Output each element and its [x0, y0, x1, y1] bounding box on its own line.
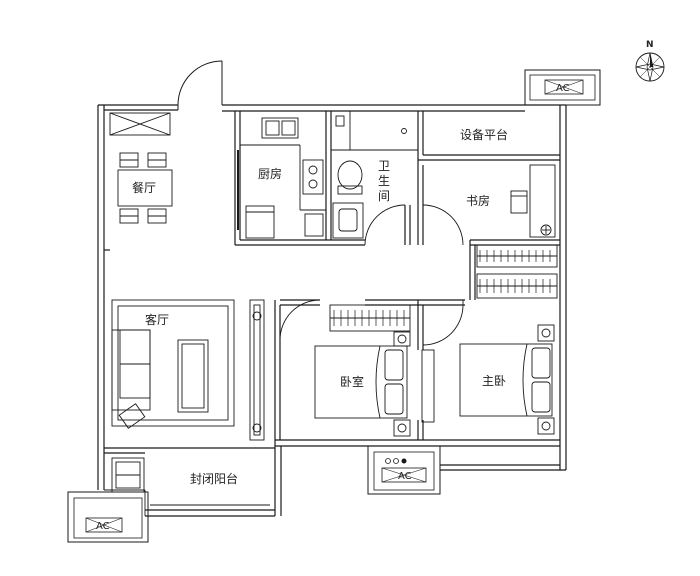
- label-master: 主卧: [482, 374, 506, 388]
- living-room: [111, 299, 265, 441]
- ac-unit-top-right: AC: [524, 69, 601, 106]
- label-bath-char: 生: [378, 174, 390, 188]
- ac-label-top-right: AC: [556, 83, 570, 94]
- label-bath: 卫生间: [378, 159, 390, 203]
- ac-unit-bottom-left: AC: [67, 491, 149, 543]
- compass-icon: N: [635, 40, 665, 82]
- door-swings: [279, 204, 464, 346]
- room-labels: 餐厅 厨房 卫生间 设备平台 书房 客厅 卧室 主卧 封闭阳台: [132, 127, 508, 486]
- label-bath-char: 卫: [378, 159, 390, 173]
- label-kitchen: 厨房: [258, 166, 282, 181]
- dining-room: [109, 112, 173, 224]
- ac-label-bottom-left: AC: [96, 521, 110, 532]
- bathroom-room: [331, 111, 418, 239]
- label-dining: 餐厅: [132, 180, 156, 195]
- compass-north-label: N: [646, 40, 654, 50]
- label-balcony: 封闭阳台: [190, 471, 238, 486]
- study-room: [510, 164, 556, 238]
- label-living: 客厅: [145, 312, 169, 327]
- kitchen-room: [237, 117, 326, 239]
- label-bedroom: 卧室: [340, 374, 364, 389]
- master-bedroom-room: [459, 324, 555, 435]
- exterior-walls: [97, 104, 567, 517]
- wardrobe-hangers: [333, 250, 551, 326]
- ac-label-bottom-center: AC: [398, 471, 412, 482]
- wardrobe-study: [476, 244, 558, 299]
- label-bath-char: 间: [378, 189, 390, 203]
- ac-unit-bottom-center: AC: [367, 445, 441, 495]
- entry-door: [177, 60, 223, 110]
- interior-walls: [104, 111, 560, 454]
- bedroom-room: [314, 331, 435, 437]
- wardrobe-bedroom: [329, 304, 411, 332]
- label-study: 书房: [466, 193, 490, 208]
- label-equipment: 设备平台: [460, 127, 508, 142]
- balcony-room: [104, 447, 275, 516]
